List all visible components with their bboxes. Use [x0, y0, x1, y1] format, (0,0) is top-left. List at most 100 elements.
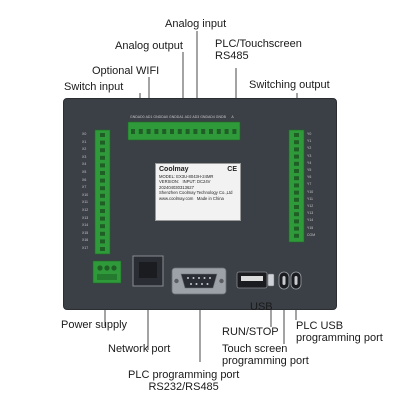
switching-output-screw	[294, 147, 299, 152]
callout-plc-prog-line1: PLC programming port	[128, 369, 240, 381]
callout-plc-prog-line2: RS232/RS485	[148, 381, 219, 393]
switch-input-screw	[100, 178, 105, 183]
run-stop-switch-icon	[267, 273, 275, 287]
switch-input-screw	[100, 186, 105, 191]
switching-output-screw	[294, 205, 299, 209]
sticker-input: INPUT: DC24V	[182, 179, 211, 185]
switching-output-screw	[294, 233, 299, 238]
callout-power-supply: Power supply	[61, 319, 128, 331]
switch-input-label: X16	[82, 238, 89, 243]
switching-output-screw	[294, 133, 299, 137]
analog-screw	[138, 129, 143, 134]
switch-input-screw	[100, 140, 105, 145]
callout-plc-usb-line1: PLC USB	[296, 320, 344, 332]
ce-mark-icon: CE	[227, 166, 237, 173]
switch-input-screw	[100, 171, 105, 175]
rj45-port-icon	[132, 255, 164, 287]
switch-input-screw	[100, 201, 105, 206]
analog-screw	[131, 129, 135, 134]
switch-input-label: X6	[82, 177, 87, 182]
switching-output-label: Y12	[307, 204, 314, 208]
switch-input-screw	[100, 224, 105, 229]
switch-input-label: X7	[82, 185, 87, 190]
analog-terminal-label: GND	[153, 115, 162, 119]
switch-input-label: X10	[82, 192, 89, 197]
switching-output-label: Y14	[307, 218, 314, 223]
analog-screw	[224, 129, 229, 134]
switch-input-label: X15	[82, 230, 89, 235]
switching-output-screw	[294, 161, 299, 166]
analog-terminal-label: AD1	[145, 115, 153, 119]
usb-port-icon	[236, 271, 268, 289]
switching-output-label: Y1	[307, 139, 312, 144]
switching-output-screw	[294, 212, 299, 217]
callout-optional-wifi: Optional WIFI	[92, 65, 160, 77]
switching-output-label: Y0	[307, 132, 312, 136]
callout-analog-output: Analog output	[115, 40, 183, 52]
switching-output-label: Y10	[307, 189, 314, 194]
power-supply-connector	[92, 260, 122, 284]
analog-screw	[185, 129, 190, 134]
switch-input-label: X3	[82, 154, 87, 159]
plc-usb-c-port-icon	[290, 271, 302, 290]
switch-input-screw	[100, 133, 105, 137]
analog-terminal-label: GND	[169, 115, 177, 119]
switching-output-label: Y5	[307, 168, 312, 172]
switching-output-screw	[294, 169, 299, 173]
analog-terminal-label: AD2	[184, 115, 192, 119]
switching-output-screw	[294, 190, 299, 195]
switch-input-label: X14	[82, 223, 89, 228]
callout-plc-usb-line2: programming port	[296, 332, 383, 344]
switching-output-label: Y7	[307, 182, 312, 187]
analog-screw	[177, 129, 182, 134]
analog-terminal-label: B	[223, 115, 226, 119]
switching-output-label: Y6	[307, 175, 312, 180]
callout-analog-input: Analog input	[165, 18, 227, 30]
switching-output-screw	[294, 140, 299, 145]
sticker-brand: Coolmay	[159, 166, 189, 173]
analog-screw	[201, 129, 206, 134]
switch-input-label: X13	[82, 215, 89, 220]
switching-output-label: Y15	[307, 225, 314, 230]
analog-terminal-label: AD3	[192, 115, 200, 119]
switch-input-screw	[100, 239, 105, 244]
switch-input-screw	[100, 247, 105, 251]
analog-screw	[170, 129, 174, 134]
callout-touch-screen-prog: Touch screen programming port	[222, 343, 309, 367]
callout-network-port: Network port	[108, 343, 171, 355]
callout-switching-output: Switching output	[249, 79, 330, 91]
product-label-sticker: Coolmay CE MODEL: EX3U-8043H-24MR VERSIO…	[155, 163, 241, 221]
analog-screw	[209, 129, 213, 134]
switch-input-label: X5	[82, 170, 87, 174]
usb-c-port-icon	[278, 271, 290, 290]
switching-output-label: Y4	[307, 160, 312, 165]
switch-input-label: X1	[82, 139, 87, 144]
db9-connector-icon	[171, 267, 227, 295]
analog-terminal-label: GND	[130, 115, 138, 119]
switching-output-label: COM	[307, 232, 316, 237]
sticker-company: Shenzhen Coolmay Technology Co.,Ltd	[159, 190, 233, 196]
sticker-website: www.coolmay.com	[159, 195, 194, 201]
callout-switch-input: Switch input	[64, 81, 124, 93]
switch-input-screw	[100, 155, 105, 160]
switching-output-label: Y2	[307, 146, 312, 151]
analog-terminal-label: AD0	[137, 115, 145, 119]
callout-usb: USB	[250, 301, 273, 313]
analog-terminal-label: A	[231, 115, 234, 119]
switch-input-label: X2	[82, 147, 87, 152]
switching-output-screw	[294, 197, 299, 202]
switching-output-screw	[294, 226, 299, 231]
callout-rs485-line2: RS485	[215, 50, 249, 62]
analog-screw	[216, 129, 221, 134]
analog-terminal-label: DA1	[176, 115, 184, 119]
switch-input-label: X17	[82, 246, 89, 250]
switching-output-label: Y3	[307, 153, 312, 158]
sticker-serial: 202404030313627	[159, 184, 194, 190]
sticker-model: MODEL: EX3U-8043H-24MR	[159, 174, 214, 179]
analog-screw	[193, 129, 198, 134]
callout-plc-usb: PLC USB programming port	[296, 320, 383, 344]
switching-output-screw	[294, 183, 299, 188]
